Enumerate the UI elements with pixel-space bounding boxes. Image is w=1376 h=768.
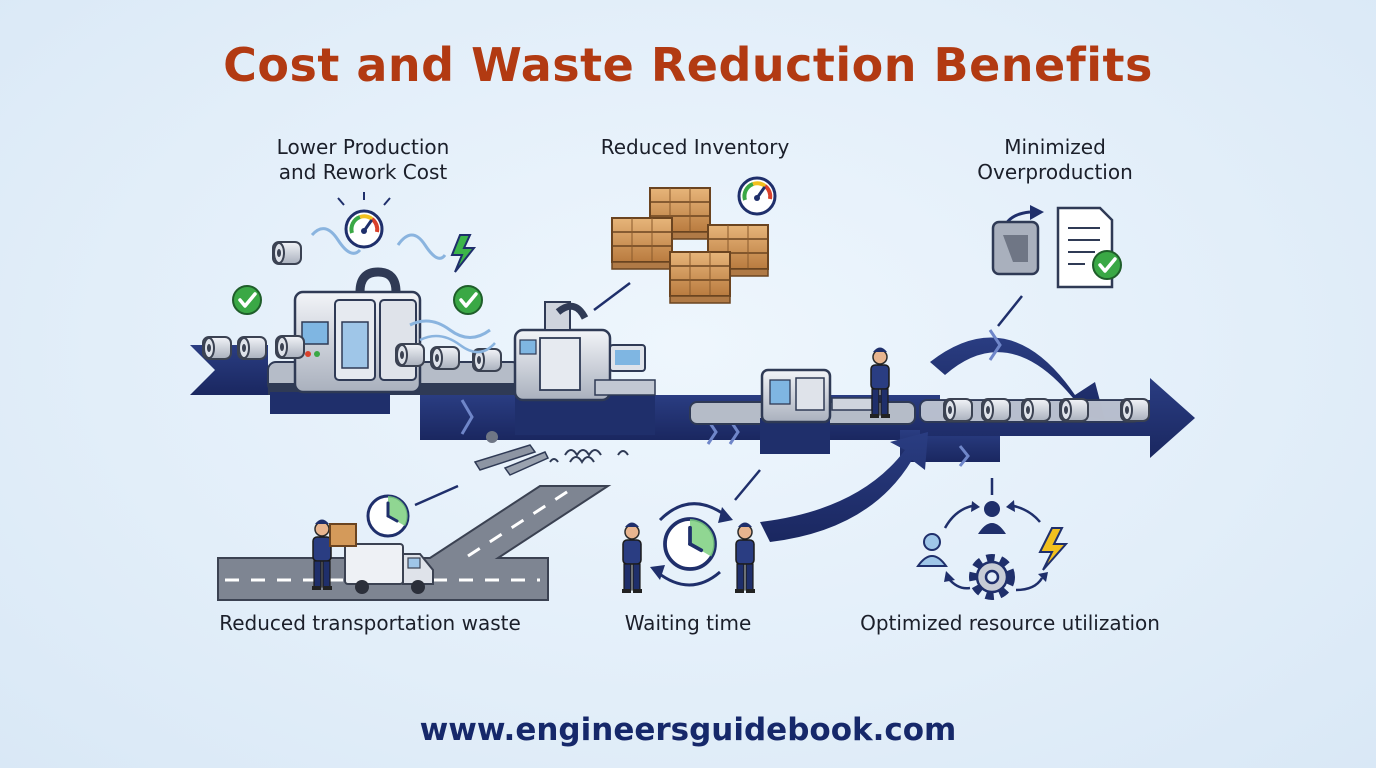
waiting-time-scene xyxy=(621,469,761,594)
gauge-icon xyxy=(737,176,777,216)
road-scene xyxy=(217,485,612,601)
machine-2 xyxy=(513,301,656,435)
gear-icon xyxy=(969,554,1015,600)
clock-icon xyxy=(366,494,410,538)
check-icon xyxy=(1091,249,1123,281)
gauge-icon xyxy=(344,209,384,249)
worker-figure xyxy=(621,521,643,594)
resource-scene xyxy=(916,478,1069,600)
lightning-icon xyxy=(450,234,477,273)
machine-3 xyxy=(760,368,873,454)
lightning-icon xyxy=(1038,527,1069,571)
footer-url: www.engineersguidebook.com xyxy=(419,712,957,748)
check-icon xyxy=(452,284,484,316)
scrap-pile xyxy=(414,431,629,507)
person-icon xyxy=(978,501,1006,534)
label-reduced-transportation: Reduced transportation waste xyxy=(219,611,521,635)
pallet-icon xyxy=(611,217,673,270)
production-icons xyxy=(231,192,496,354)
label-minimized-overproduction: Minimized Overproduction xyxy=(977,135,1133,184)
label-reduced-inventory: Reduced Inventory xyxy=(600,135,790,159)
inventory-pallets xyxy=(593,176,777,311)
page-title: Cost and Waste Reduction Benefits xyxy=(223,38,1153,92)
label-lower-production: Lower Production and Rework Cost xyxy=(276,135,450,184)
label-optimized-resource: Optimized resource utilization xyxy=(860,611,1160,635)
machine-1 xyxy=(270,267,422,414)
clock-icon xyxy=(663,517,717,571)
truck-icon xyxy=(344,543,434,594)
worker-figure xyxy=(734,521,756,594)
person-icon xyxy=(916,533,948,567)
pallet-icon xyxy=(669,251,731,304)
overproduction-icons xyxy=(991,205,1123,327)
label-waiting-time: Waiting time xyxy=(624,611,752,635)
check-icon xyxy=(231,284,263,316)
